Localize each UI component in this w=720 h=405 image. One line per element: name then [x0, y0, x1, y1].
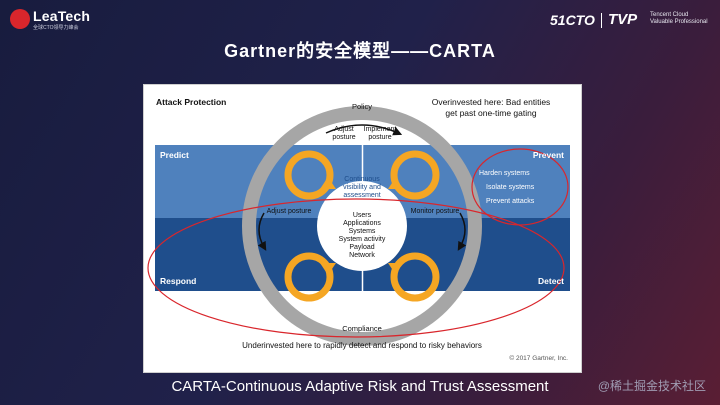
overinvested-line2: get past one-time gating [445, 108, 536, 118]
cycle-arrow-bottom-right-icon [388, 252, 440, 302]
policy-label: Policy [352, 102, 372, 111]
cycle-arrow-top-right-icon [388, 150, 440, 200]
center-item: Network [349, 252, 375, 259]
carta-diagram-svg: Attack Protection Overinvested here: Bad… [147, 97, 570, 362]
prevent-item: Prevent attacks [486, 198, 535, 205]
cycle-arrow-top-left-icon [284, 150, 336, 200]
prevent-label: Prevent [533, 150, 564, 160]
51cto-logo: 51CTO [550, 12, 595, 28]
center-item: Systems [349, 228, 376, 235]
leatech-logo-subtitle: 全球CTO领导力峰会 [33, 25, 79, 31]
overinvested-line1: Overinvested here: Bad entities [432, 97, 551, 107]
center-circle [317, 181, 407, 271]
center-item: Applications [343, 220, 381, 227]
tvp-logo-subtitle: Tencent Cloud Valuable Professional [650, 12, 708, 26]
prevent-item: Harden systems [479, 170, 530, 177]
top-cycle-arrow [325, 124, 403, 136]
implement-posture-line1: Implement [364, 126, 397, 133]
underinvested-text: Underinvested here to rapidly detect and… [242, 341, 482, 350]
compliance-label: Compliance [342, 324, 382, 333]
prevent-item: Isolate systems [486, 184, 535, 191]
respond-detect-highlight-ellipse [147, 198, 565, 338]
center-item: System activity [339, 236, 386, 243]
right-cycle-arrow [457, 212, 467, 251]
slide-caption: CARTA-Continuous Adaptive Risk and Trust… [171, 378, 549, 395]
partner-logos: 51CTO TVP Tencent Cloud Valuable Profess… [538, 10, 708, 32]
continuous-line3: assessment [343, 192, 380, 199]
adjust-posture-left-label: Adjust posture [267, 208, 312, 215]
slide-title: Gartner的安全模型——CARTA [224, 41, 496, 61]
center-item: Payload [349, 244, 374, 251]
outer-ring [242, 106, 482, 346]
adjust-posture-top-line1: Adjust [334, 126, 354, 133]
leatech-logo-mark-icon [10, 9, 30, 29]
carta-diagram: Attack Protection Overinvested here: Bad… [143, 84, 582, 373]
adjust-posture-top-line2: posture [332, 134, 355, 141]
tvp-sub-line1: Tencent Cloud [650, 12, 689, 18]
leatech-logo-name: LeaTech [33, 8, 91, 24]
leatech-logo: LeaTech 全球CTO领导力峰会 [10, 8, 105, 32]
tvp-sub-line2: Valuable Professional [650, 19, 708, 25]
predict-label: Predict [160, 150, 189, 160]
copyright-text: © 2017 Gartner, Inc. [509, 354, 568, 362]
implement-posture-line2: posture [368, 134, 391, 141]
respond-label: Respond [160, 276, 196, 286]
attack-protection-heading: Attack Protection [156, 97, 226, 107]
logo-separator [601, 13, 602, 28]
detect-label: Detect [538, 276, 564, 286]
center-item: Users [353, 212, 372, 219]
watermark: @稀土掘金技术社区 [597, 379, 706, 393]
cycle-arrow-bottom-left-icon [284, 252, 336, 302]
monitor-posture-label: Monitor posture [411, 208, 460, 215]
left-cycle-arrow [257, 212, 267, 251]
continuous-line1: Continuous [344, 176, 380, 183]
tvp-logo: TVP [608, 11, 638, 28]
continuous-line2: visibility and [343, 184, 381, 191]
